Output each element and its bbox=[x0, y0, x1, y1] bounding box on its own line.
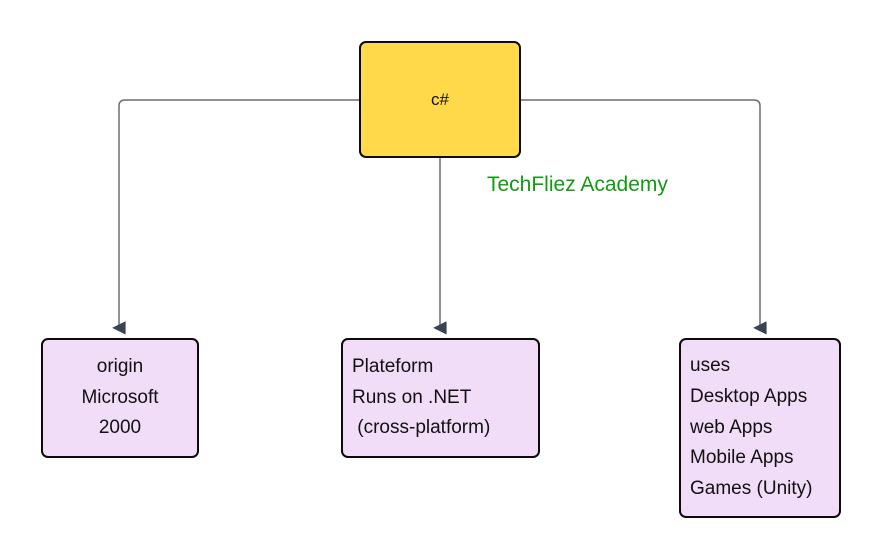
edge-root-to-uses bbox=[521, 99, 767, 335]
node-csharp[interactable]: c# bbox=[359, 41, 521, 158]
node-platform-label: Plateform Runs on .NET (cross-platform) bbox=[352, 355, 491, 439]
node-origin[interactable]: origin Microsoft 2000 bbox=[41, 338, 199, 458]
node-uses[interactable]: uses Desktop Apps web Apps Mobile Apps G… bbox=[679, 338, 841, 518]
node-uses-label: uses Desktop Apps web Apps Mobile Apps G… bbox=[690, 355, 813, 500]
node-platform[interactable]: Plateform Runs on .NET (cross-platform) bbox=[341, 338, 540, 458]
node-csharp-label: c# bbox=[431, 89, 449, 109]
annotation-techfliez-academy: TechFliez Academy bbox=[487, 173, 668, 196]
node-origin-label: origin Microsoft 2000 bbox=[81, 355, 159, 439]
edge-root-to-origin bbox=[112, 99, 359, 335]
